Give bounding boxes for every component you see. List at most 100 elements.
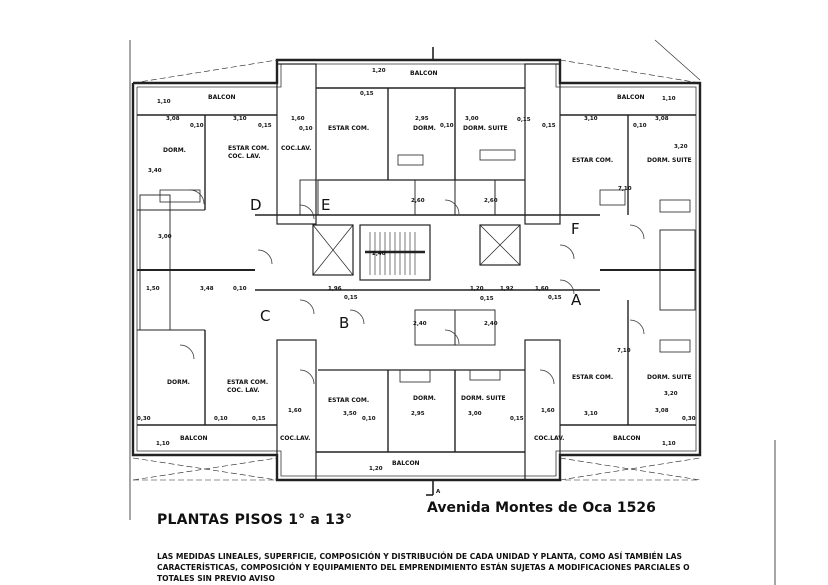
bathroom <box>139 269 171 331</box>
dimension-label: 0,10 <box>440 123 454 129</box>
dimension-label: 3,10 <box>584 116 598 122</box>
dimension-label: 0,10 <box>299 126 313 132</box>
bathroom <box>659 269 696 311</box>
walls <box>129 39 776 585</box>
dimension-label: 1,10 <box>662 96 676 102</box>
room-label: DORM. SUITE <box>461 395 506 402</box>
dimension-label: 1,10 <box>157 99 171 105</box>
dimension-label: 3,50 <box>343 411 357 417</box>
wardrobe <box>659 199 691 213</box>
door-swing <box>257 249 273 265</box>
wardrobe <box>159 189 201 203</box>
disclaimer: LAS MEDIDAS LINEALES, SUPERFICIE, COMPOS… <box>157 552 690 583</box>
dimension-label: 0,10 <box>633 123 647 129</box>
dimension-label: 0,15 <box>252 416 266 422</box>
door-swing <box>299 369 315 385</box>
dimension-label: 3,08 <box>655 408 669 414</box>
dimension-label: 3,08 <box>166 116 180 122</box>
room-label: COC. LAV. <box>227 387 259 394</box>
bathroom <box>139 194 171 271</box>
wardrobe <box>399 369 431 383</box>
projection-line <box>559 457 701 481</box>
address: Avenida Montes de Oca 1526 <box>427 500 656 516</box>
room-label: DORM. SUITE <box>647 157 692 164</box>
dimension-label: 1,60 <box>288 408 302 414</box>
dimension-label: 0,15 <box>548 295 562 301</box>
dimension-label: 0,30 <box>137 416 151 422</box>
dimension-label: 2,40 <box>372 251 386 257</box>
room-label: COC.LAV. <box>280 435 310 442</box>
room-label: BALCON <box>392 460 420 467</box>
door-swing <box>444 329 460 345</box>
dimension-label: 2,60 <box>484 198 498 204</box>
door-swing <box>559 244 575 260</box>
room-label: BALCON <box>613 435 641 442</box>
room-label: DORM. <box>413 395 436 402</box>
room-label: DORM. <box>163 147 186 154</box>
room-label: ESTAR COM. <box>227 379 268 386</box>
elevator <box>479 224 521 266</box>
room-label: ESTAR COM. <box>328 125 369 132</box>
room-label: BALCON <box>617 94 645 101</box>
elevator <box>312 224 354 276</box>
room-label: COC.LAV. <box>281 145 311 152</box>
dimension-label: 1,60 <box>541 408 555 414</box>
dimension-label: 1,60 <box>535 286 549 292</box>
door-swing <box>559 279 575 295</box>
wardrobe <box>599 189 626 206</box>
dimension-label: 0,30 <box>682 416 696 422</box>
unit-letter: D <box>250 196 262 214</box>
door-swing <box>444 199 460 215</box>
kitchen-strip-f <box>524 63 561 225</box>
dimension-label: 0,10 <box>233 286 247 292</box>
unit-letter: F <box>571 220 580 238</box>
room-label: BALCON <box>410 70 438 77</box>
dimension-label: 1,20 <box>372 68 386 74</box>
room-label: DORM. SUITE <box>463 125 508 132</box>
dimension-label: 2,40 <box>484 321 498 327</box>
door-swing <box>299 204 315 220</box>
dimension-label: 7,10 <box>617 348 631 354</box>
dimension-label: 1,20 <box>369 466 383 472</box>
plan-title: PLANTAS PISOS 1° a 13° <box>157 512 353 528</box>
dimension-label: 3,10 <box>584 411 598 417</box>
dimension-label: 0,15 <box>344 295 358 301</box>
door-swing <box>629 224 645 240</box>
projection-line <box>559 457 701 481</box>
elevator <box>479 224 521 266</box>
dimension-label: 1,10 <box>156 441 170 447</box>
dimension-label: 3,20 <box>664 391 678 397</box>
sheet-border <box>654 39 701 81</box>
unit-letter: A <box>571 291 582 309</box>
door-swing <box>349 309 365 325</box>
wardrobe <box>479 149 516 161</box>
kitchen-strip-e <box>276 63 317 225</box>
dimension-label: 1,50 <box>146 286 160 292</box>
room-label: DORM. SUITE <box>647 374 692 381</box>
door-swing <box>629 319 645 335</box>
wardrobe <box>659 339 691 353</box>
projection-line <box>132 59 278 84</box>
dimension-label: 3,10 <box>233 116 247 122</box>
dimension-label: 0,15 <box>517 117 531 123</box>
section-marker-label: A <box>436 489 441 495</box>
stairs <box>359 224 431 281</box>
dimension-label: 0,10 <box>190 123 204 129</box>
unit-letter: B <box>339 314 349 332</box>
room-label: COC. LAV. <box>228 153 260 160</box>
wardrobe <box>469 369 501 381</box>
dimension-label: 2,95 <box>415 116 429 122</box>
bathroom <box>659 229 696 271</box>
dimension-label: 1,60 <box>291 116 305 122</box>
room-label: DORM. <box>167 379 190 386</box>
dimension-label: 3,00 <box>465 116 479 122</box>
dimension-label: 0,15 <box>360 91 374 97</box>
room-label: DORM. <box>413 125 436 132</box>
dimension-label: 1,96 <box>328 286 342 292</box>
dimension-label: 0,15 <box>542 123 556 129</box>
dimension-label: 3,40 <box>148 168 162 174</box>
wardrobe <box>397 154 424 166</box>
elevator <box>312 224 354 276</box>
dimension-label: 3,20 <box>674 144 688 150</box>
